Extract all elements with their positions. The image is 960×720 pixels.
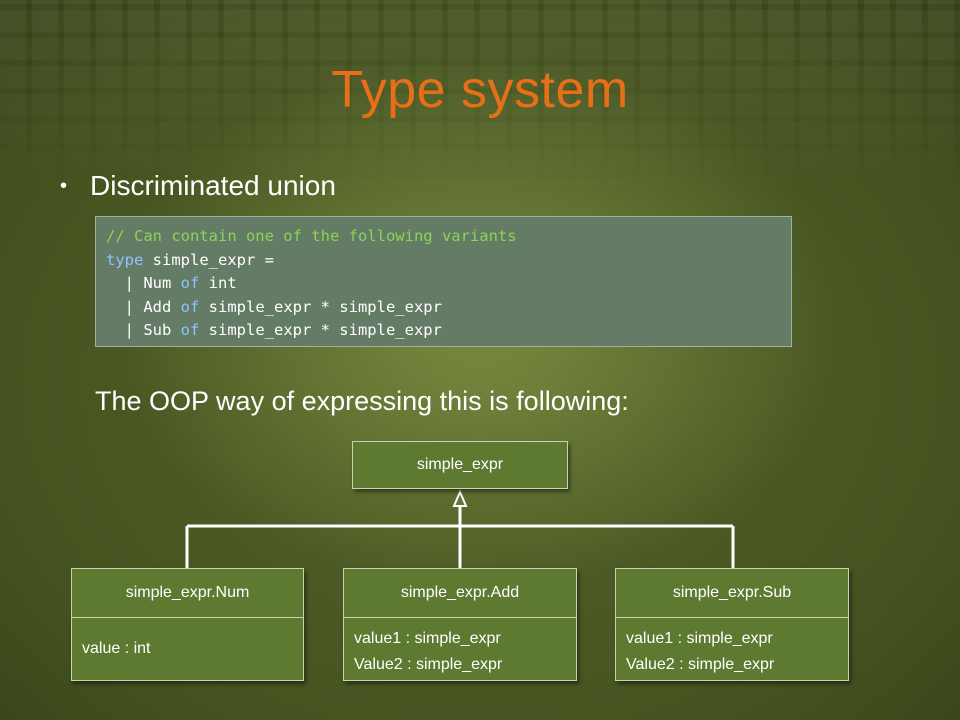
code-line: | Num of int xyxy=(106,272,781,296)
class-num-title: simple_expr.Num xyxy=(72,569,303,618)
code-block: // Can contain one of the following vari… xyxy=(95,216,792,347)
class-add: simple_expr.Add value1 : simple_expr Val… xyxy=(343,568,577,681)
code-token-kw: of xyxy=(180,297,200,316)
background-pattern xyxy=(0,0,960,200)
code-line: // Can contain one of the following vari… xyxy=(106,225,781,249)
inheritance-arrow-icon xyxy=(452,489,468,507)
class-add-members: value1 : simple_expr Value2 : simple_exp… xyxy=(344,618,576,686)
class-sub: simple_expr.Sub value1 : simple_expr Val… xyxy=(615,568,849,681)
slide-title: Type system xyxy=(331,61,629,119)
code-line: | Add of simple_expr * simple_expr xyxy=(106,296,781,320)
code-token-kw: type xyxy=(106,250,144,269)
class-simple-expr: simple_expr xyxy=(352,441,568,489)
member-sub-value1: value1 : simple_expr xyxy=(626,630,773,647)
code-token-plain: simple_expr * simple_expr xyxy=(199,321,442,339)
code-token-plain: | Add xyxy=(106,297,181,316)
member-add-value1: value1 : simple_expr xyxy=(354,630,501,647)
code-token-plain: | Num xyxy=(106,274,181,292)
member-sub-value2: Value2 : simple_expr xyxy=(626,656,775,673)
class-sub-members: value1 : simple_expr Value2 : simple_exp… xyxy=(616,618,848,686)
code-line: type simple_expr = xyxy=(106,249,781,273)
class-num: simple_expr.Num value : int xyxy=(71,568,304,681)
code-token-kw: of xyxy=(180,274,200,292)
oop-subtext: The OOP way of expressing this is follow… xyxy=(95,386,629,416)
bullet-text: Discriminated union xyxy=(90,170,336,201)
member-add-value2: Value2 : simple_expr xyxy=(354,656,503,673)
code-token-plain: simple_expr * simple_expr xyxy=(199,297,442,316)
class-sub-title: simple_expr.Sub xyxy=(616,569,848,618)
code-token-comment: // Can contain one of the following vari… xyxy=(106,227,517,245)
member-num-value: value : int xyxy=(82,640,151,657)
code-token-plain: simple_expr = xyxy=(143,250,274,269)
code-line: | Sub of simple_expr * simple_expr xyxy=(106,319,781,343)
code-token-kw: of xyxy=(180,321,200,339)
code-token-plain: int xyxy=(199,274,237,292)
bullet-icon: • xyxy=(60,174,68,197)
class-num-members: value : int xyxy=(72,618,303,670)
code-token-plain: | Sub xyxy=(106,321,181,339)
bullet-item: • Discriminated union xyxy=(60,170,336,202)
class-add-title: simple_expr.Add xyxy=(344,569,576,618)
